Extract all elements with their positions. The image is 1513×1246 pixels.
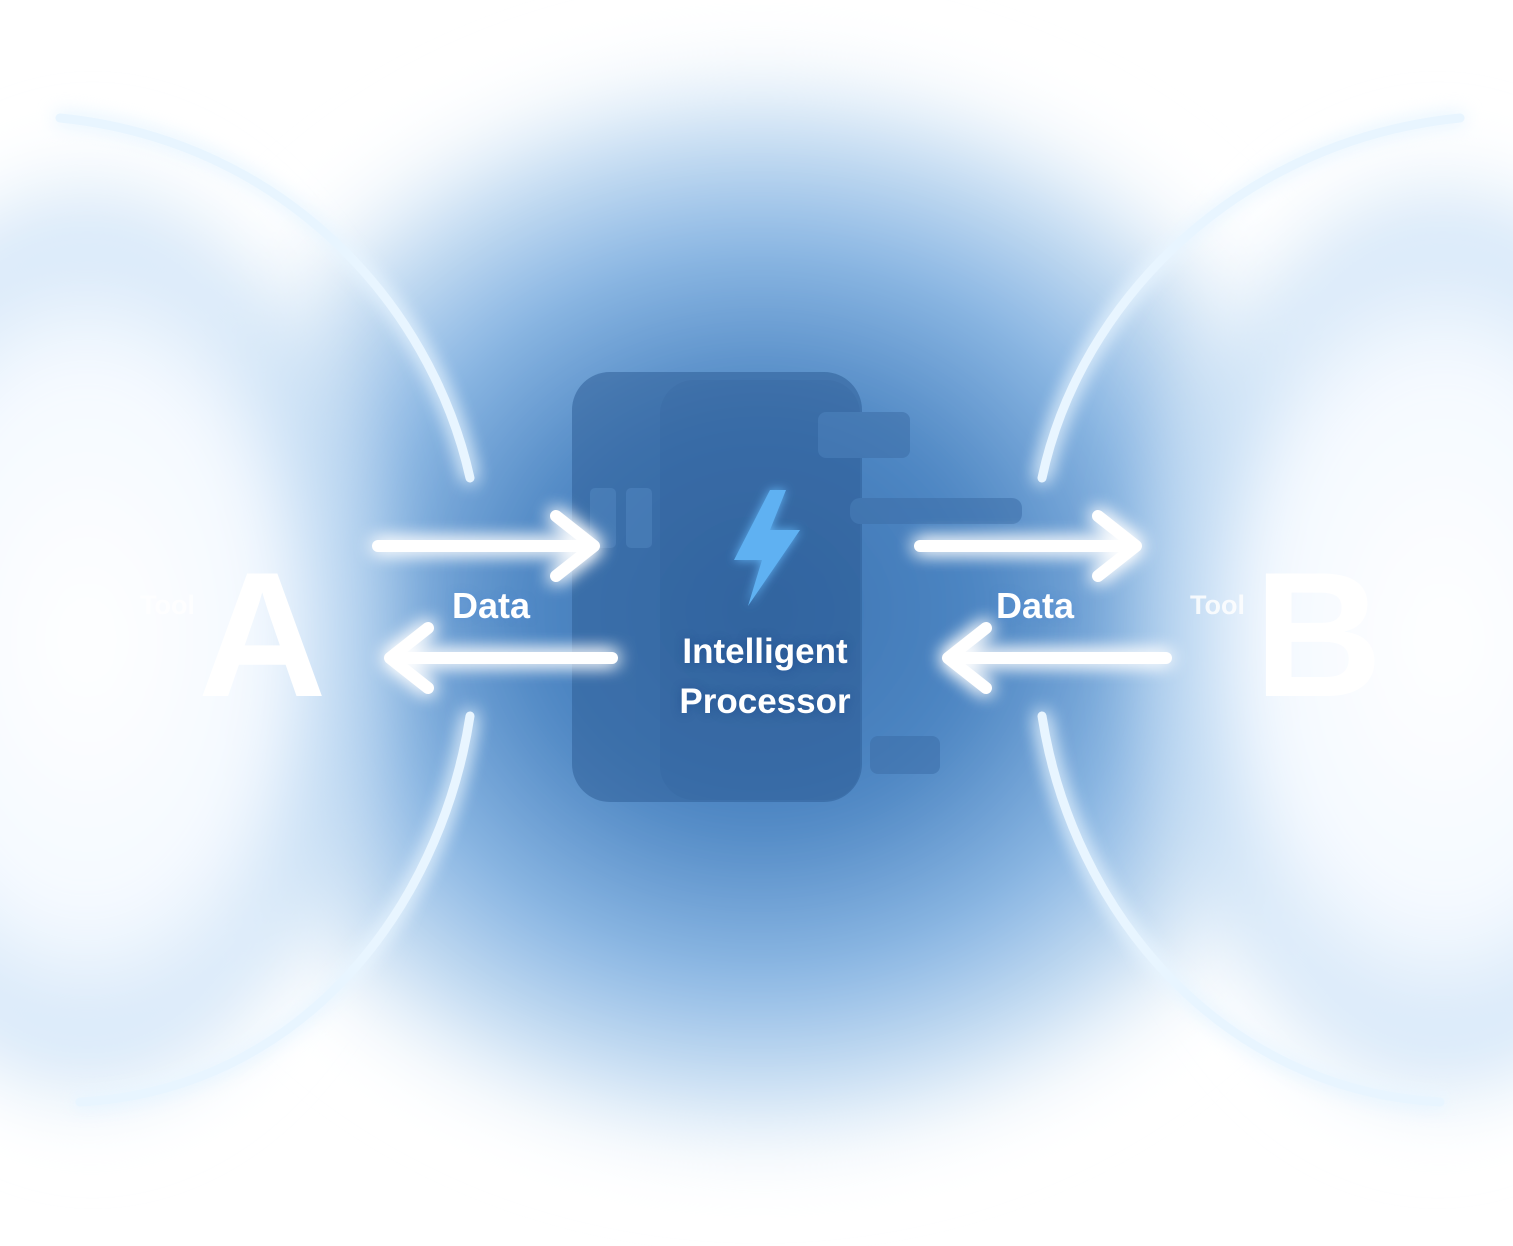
tool-a-upper-arc: [55, 113, 475, 483]
right-data-label: Data: [996, 585, 1075, 626]
arrow-processor-to-a: [384, 622, 618, 694]
arrow-b-to-processor: [942, 622, 1172, 694]
processor-label-line1: Intelligent: [682, 632, 848, 671]
lightning-bolt-icon: [734, 490, 800, 606]
tool-a-glow: [0, 120, 450, 1160]
tool-a-lower-arc: [75, 711, 475, 1107]
tool-a-letter: A: [198, 535, 327, 734]
processor-label: Intelligent Processor: [640, 627, 890, 726]
tool-b-letter: B: [1254, 535, 1383, 734]
tool-b-word: Tool: [1190, 590, 1245, 620]
tool-b-upper-arc: [1037, 113, 1465, 483]
tool-a-word: Tool: [140, 590, 195, 620]
processor-label-line2: Processor: [679, 681, 851, 721]
tool-b-glow: [1080, 120, 1513, 1160]
tool-b-lower-arc: [1037, 711, 1445, 1107]
adapter-device-image: [572, 372, 1022, 802]
arrow-a-to-processor: [372, 510, 600, 582]
arrow-processor-to-b: [914, 510, 1142, 582]
left-data-label: Data: [452, 585, 531, 626]
